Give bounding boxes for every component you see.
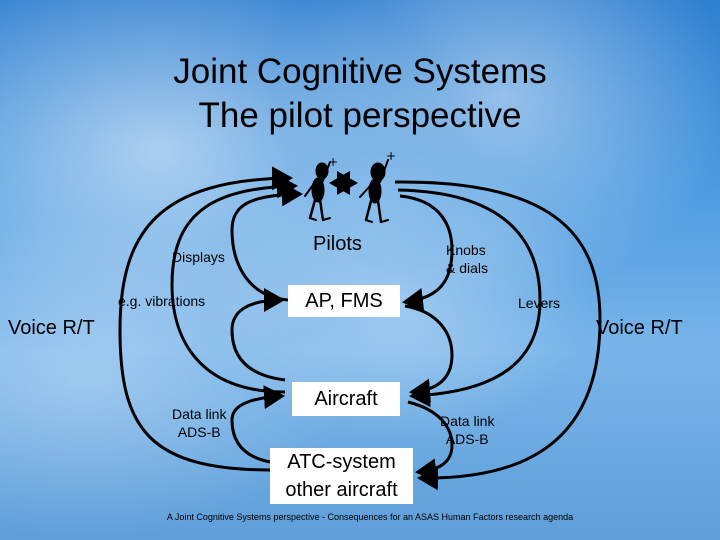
datalink-left-line-2: ADS-B [177,424,221,440]
arrow-datalink-right [407,400,454,483]
voice-rt-left-label: Voice R/T [8,317,95,339]
footer-caption: A Joint Cognitive Systems perspective - … [166,512,574,522]
title-line-1: Joint Cognitive Systems [173,52,547,91]
arrow-vibrations [170,174,298,394]
svg-text:+: + [328,155,338,169]
atc-box: ATC-system other aircraft [270,448,413,504]
arrow-displays [230,182,303,302]
atc-line-2: other aircraft [285,479,398,501]
displays-label: Displays [172,249,225,265]
arrow-levers [397,188,542,408]
pilot-figure-right: + [359,149,396,224]
ap-fms-box: AP, FMS [288,285,400,317]
aircraft-box: Aircraft [292,382,400,416]
datalink-left-line-1: Data link [172,406,227,422]
levers-label: Levers [518,295,561,311]
datalink-right-line-1: Data link [440,413,495,429]
arrow-ap-loop-left [230,288,286,382]
vibrations-label: e.g. vibrations [118,293,206,309]
knobs-line-2: & dials [446,260,489,276]
arrow-knobs [399,194,454,312]
knobs-dials-label: Knobs & dials [446,241,488,277]
arrow-datalink-left [230,385,285,464]
arrow-voice-left [118,166,293,472]
datalink-right-label: Data link ADS-B [440,412,494,448]
voice-rt-right-label: Voice R/T [596,317,683,339]
arrow-ap-aircraft [404,304,454,403]
atc-line-1: ATC-system [287,451,396,473]
knobs-line-1: Knobs [446,242,486,258]
datalink-right-line-2: ADS-B [445,431,489,447]
slide-title: Joint Cognitive Systems The pilot perspe… [0,50,720,138]
arrow-voice-right [394,180,602,491]
title-line-2: The pilot perspective [198,96,522,135]
pilots-label: Pilots [313,233,362,255]
datalink-left-label: Data link ADS-B [172,405,226,441]
svg-text:+: + [386,149,396,163]
pilot-figure-left: + [304,155,338,222]
